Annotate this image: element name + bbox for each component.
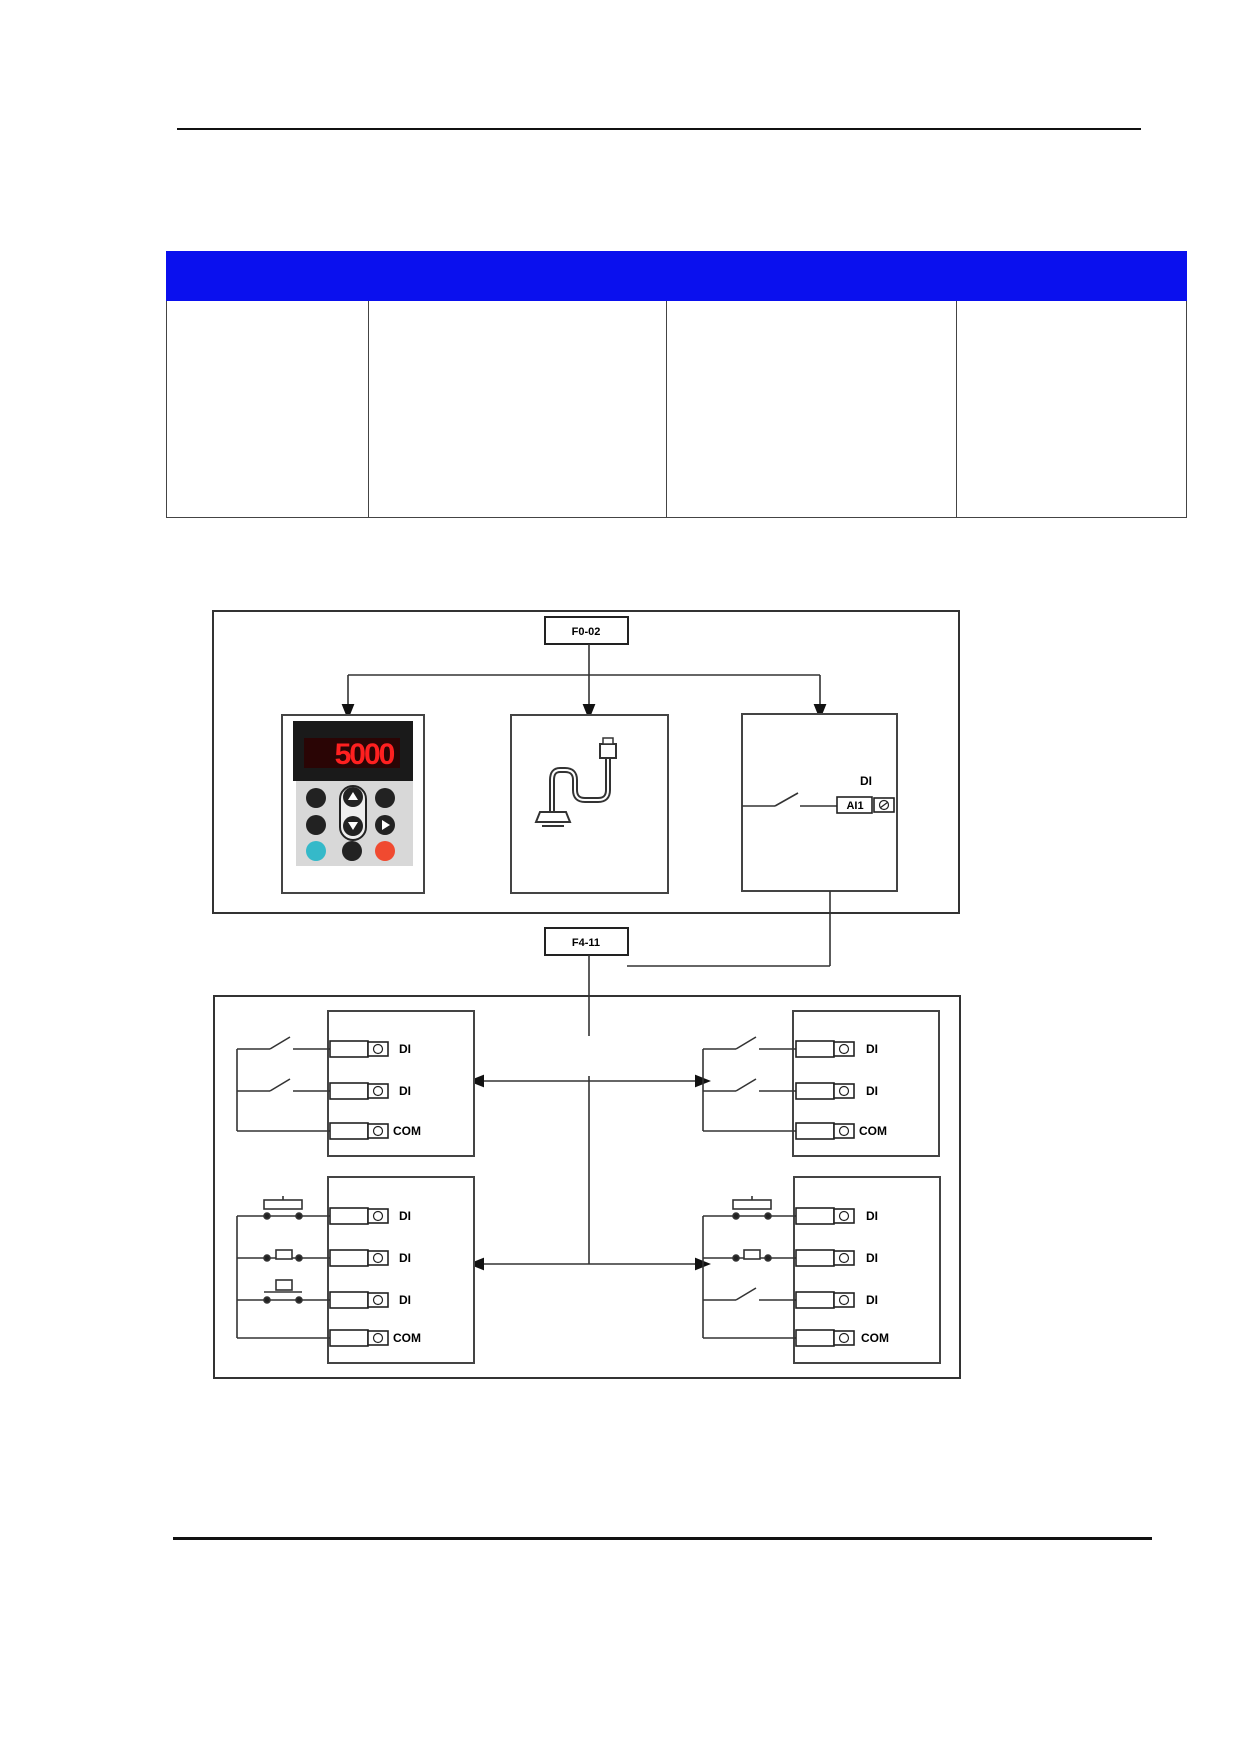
di-label: DI <box>399 1293 411 1307</box>
table-cell <box>956 300 1187 518</box>
terminal-link-line <box>627 891 831 967</box>
terminal-block-two-wire-2: DI DI COM <box>702 1010 940 1157</box>
push-button-icon <box>263 1249 303 1262</box>
di-label: DI <box>399 1084 411 1098</box>
di-label: DI <box>399 1042 411 1056</box>
terminal-block-two-wire-1: DI DI COM <box>236 1010 475 1157</box>
source-selection-lines <box>341 644 827 720</box>
table-row <box>166 300 1187 518</box>
param-box-f0-02: F0-02 <box>544 616 629 645</box>
com-label: COM <box>859 1124 887 1138</box>
table-cell <box>166 300 369 518</box>
di-label: DI <box>866 1084 878 1098</box>
com-label: COM <box>393 1331 421 1345</box>
di-label: DI <box>866 1042 878 1056</box>
di-label: DI <box>860 774 872 788</box>
table-header-cell <box>368 251 667 301</box>
push-button-icon <box>732 1249 772 1262</box>
terminal-block-three-wire-1: DI DI DI COM <box>236 1176 475 1364</box>
com-label: COM <box>393 1124 421 1138</box>
keypad-icon: 5000 <box>281 714 425 894</box>
terminal-block-three-wire-2: DI DI DI COM <box>702 1176 941 1364</box>
di-label: DI <box>866 1251 878 1265</box>
table-header-cell <box>666 251 957 301</box>
mode-selection-lines <box>468 955 711 1271</box>
di-label: DI <box>866 1209 878 1223</box>
param-label-f0-02: F0-02 <box>572 626 601 638</box>
header-rule <box>177 128 1141 130</box>
parameter-table <box>166 251 1187 518</box>
footer-rule <box>173 1537 1152 1540</box>
push-button-icon <box>732 1196 772 1220</box>
table-header-cell <box>166 251 369 301</box>
serial-cable-icon <box>510 714 669 894</box>
push-button-icon <box>263 1279 303 1304</box>
table-header-row <box>166 251 1187 301</box>
com-label: COM <box>861 1331 889 1345</box>
param-box-f4-11: F4-11 <box>544 927 629 956</box>
ai1-label: AI1 <box>846 800 863 812</box>
push-button-icon <box>263 1196 303 1220</box>
table-cell <box>368 300 667 518</box>
terminal-switch-icon: DI AI1 <box>741 713 898 892</box>
param-label-f4-11: F4-11 <box>572 937 600 949</box>
di-label: DI <box>399 1251 411 1265</box>
di-label: DI <box>866 1293 878 1307</box>
di-label: DI <box>399 1209 411 1223</box>
keypad-display: 5000 <box>335 738 395 771</box>
table-header-cell <box>956 251 1187 301</box>
